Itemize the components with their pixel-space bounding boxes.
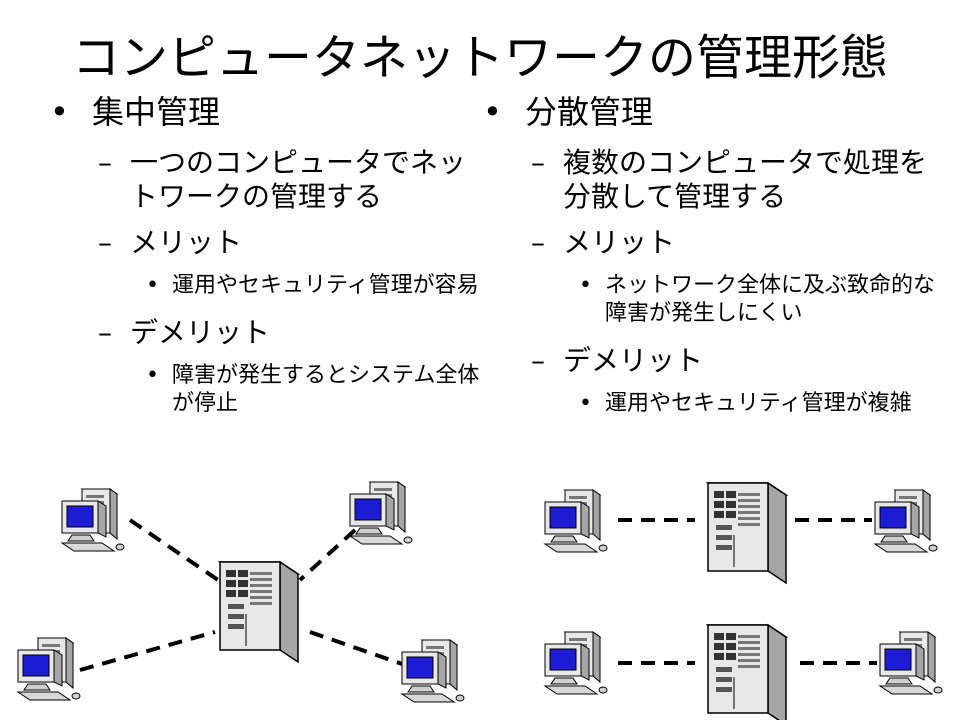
centralized-column: • 集中管理 – 一つのコンピュータでネットワークの管理する – メリット • … [50,92,480,418]
desktop-computer-icon [61,488,125,552]
bullet-marker: • [146,273,159,298]
bullet-marker: • [579,391,592,416]
dash-marker: – [531,226,545,259]
desktop-computer-icon [349,481,413,545]
centralized-demerit-label-text: デメリット [130,316,271,349]
server-tower-icon [707,624,787,720]
dash-marker: – [531,146,545,179]
centralized-demerit-item-text: 障害が発生するとシステム全体が停止 [172,363,480,416]
desktop-computer-icon [879,631,943,695]
distributed-demerit-item: • 運用やセキュリティ管理が複雑 [483,390,953,418]
bullet-marker: • [50,93,69,131]
network-link [128,518,220,582]
centralized-network-links [79,518,406,672]
dash-marker: – [98,226,112,259]
distributed-merit-item: • ネットワーク全体に及ぶ致命的な障害が発生しにくい [483,272,953,328]
distributed-heading: • 分散管理 [483,92,953,132]
distributed-description: – 複数のコンピュータで処理を分散して管理する [483,146,953,214]
network-link [309,630,406,667]
distributed-heading-text: 分散管理 [525,93,654,131]
centralized-merit-label: – メリット [50,226,480,260]
distributed-demerit-item-text: 運用やセキュリティ管理が複雑 [605,391,912,416]
distributed-merit-label: – メリット [483,226,953,260]
bullet-marker: • [579,273,592,298]
distributed-demerit-label-text: デメリット [563,344,704,377]
centralized-demerit-item: • 障害が発生するとシステム全体が停止 [50,362,480,418]
network-link [79,630,216,672]
desktop-computer-icon [544,631,608,695]
server-tower-icon [707,482,787,584]
dash-marker: – [531,344,545,377]
server-tower-icon [219,561,299,663]
distributed-merit-item-text: ネットワーク全体に及ぶ致命的な障害が発生しにくい [605,273,936,326]
desktop-computer-icon [401,639,465,703]
centralized-heading: • 集中管理 [50,92,480,132]
desktop-computer-icon [874,489,938,553]
distributed-column: • 分散管理 – 複数のコンピュータで処理を分散して管理する – メリット • … [483,92,953,418]
centralized-merit-label-text: メリット [130,226,243,259]
centralized-merit-item: • 運用やセキュリティ管理が容易 [50,272,480,300]
centralized-description: – 一つのコンピュータでネットワークの管理する [50,146,480,214]
centralized-heading-text: 集中管理 [92,93,221,131]
distributed-demerit-label: – デメリット [483,344,953,378]
distributed-description-text: 複数のコンピュータで処理を分散して管理する [563,146,928,213]
dash-marker: – [98,316,112,349]
distributed-merit-label-text: メリット [563,226,676,259]
desktop-computer-icon [544,489,608,553]
desktop-computer-icon [17,637,81,701]
centralized-merit-item-text: 運用やセキュリティ管理が容易 [172,273,479,298]
centralized-description-text: 一つのコンピュータでネットワークの管理する [130,146,467,213]
bullet-marker: • [483,93,502,131]
network-link [298,528,357,582]
dash-marker: – [98,146,112,179]
bullet-marker: • [146,363,159,388]
centralized-demerit-label: – デメリット [50,316,480,350]
slide-title: コンピュータネットワークの管理形態 [71,30,888,86]
distributed-network-links [618,518,877,665]
